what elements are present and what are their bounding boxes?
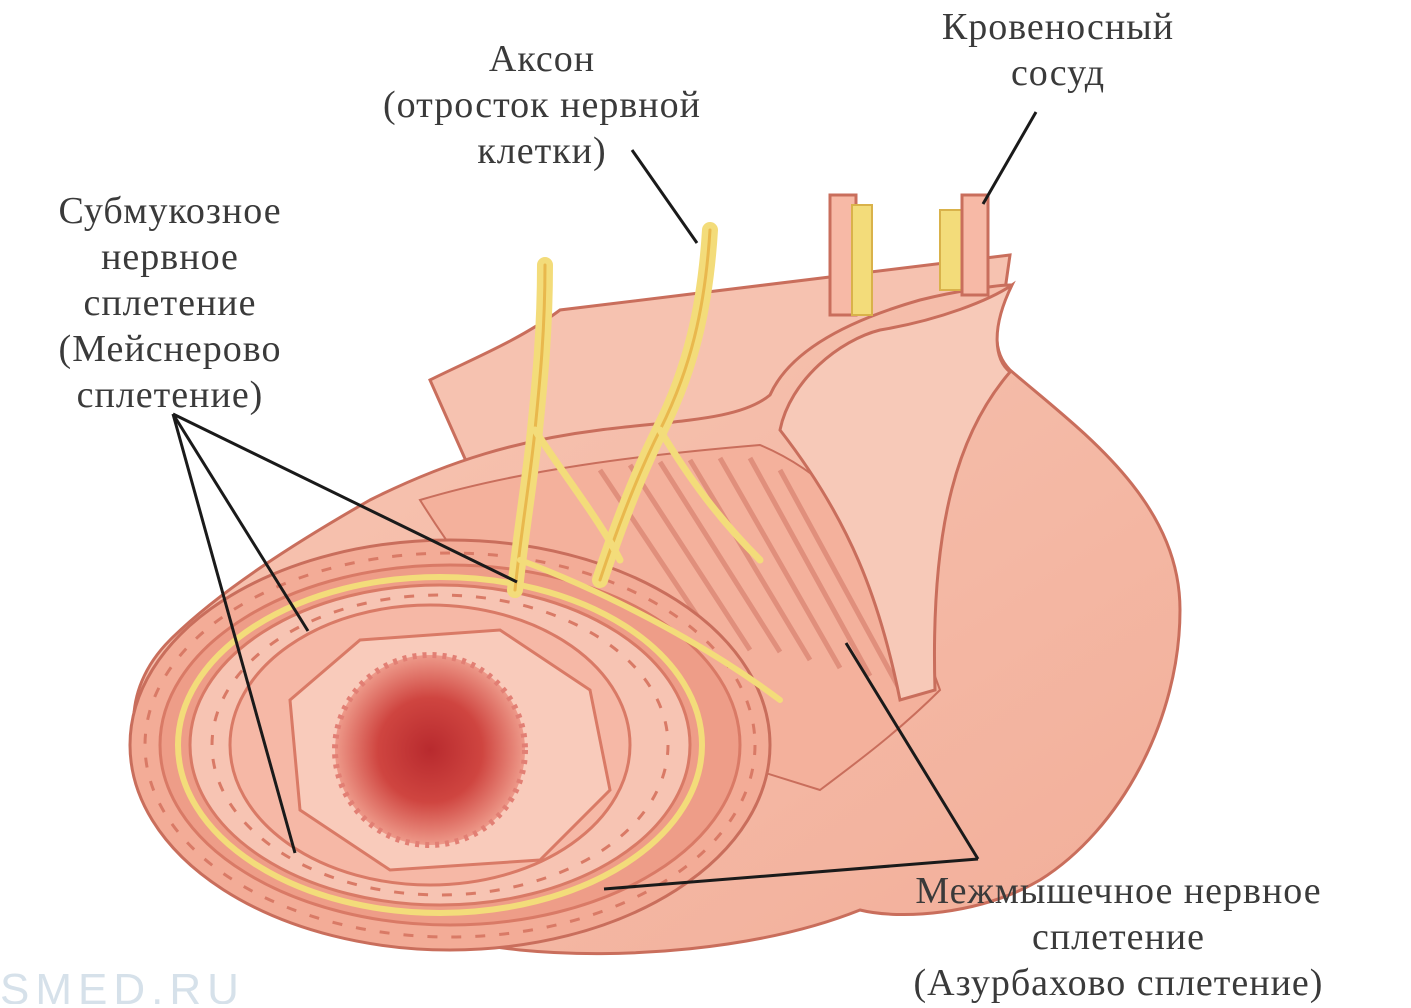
label-myenteric-line: Межмышечное нервное (826, 868, 1411, 914)
label-submucosal-line: сплетение (0, 280, 340, 326)
label-submucosal-line: (Мейснерово (0, 326, 340, 372)
label-submucosal-line: нервное (0, 234, 340, 280)
label-axon: Аксон (отросток нервной клетки) (322, 36, 762, 174)
label-axon-line: Аксон (322, 36, 762, 82)
label-myenteric-line: (Азурбахово сплетение) (826, 960, 1411, 1006)
label-blood-vessel: Кровеносный сосуд (888, 4, 1228, 96)
label-myenteric-line: сплетение (826, 914, 1411, 960)
label-submucosal-plexus: Субмукозное нервное сплетение (Мейснеров… (0, 188, 340, 418)
label-blood-vessel-line: Кровеносный (888, 4, 1228, 50)
watermark: SMED.RU (0, 968, 560, 1004)
label-axon-line: (отросток нервной (322, 82, 762, 128)
label-submucosal-line: сплетение) (0, 372, 340, 418)
label-axon-line: клетки) (322, 128, 762, 174)
label-myenteric-plexus: Межмышечное нервное сплетение (Азурбахов… (826, 868, 1411, 1006)
label-blood-vessel-line: сосуд (888, 50, 1228, 96)
label-submucosal-line: Субмукозное (0, 188, 340, 234)
